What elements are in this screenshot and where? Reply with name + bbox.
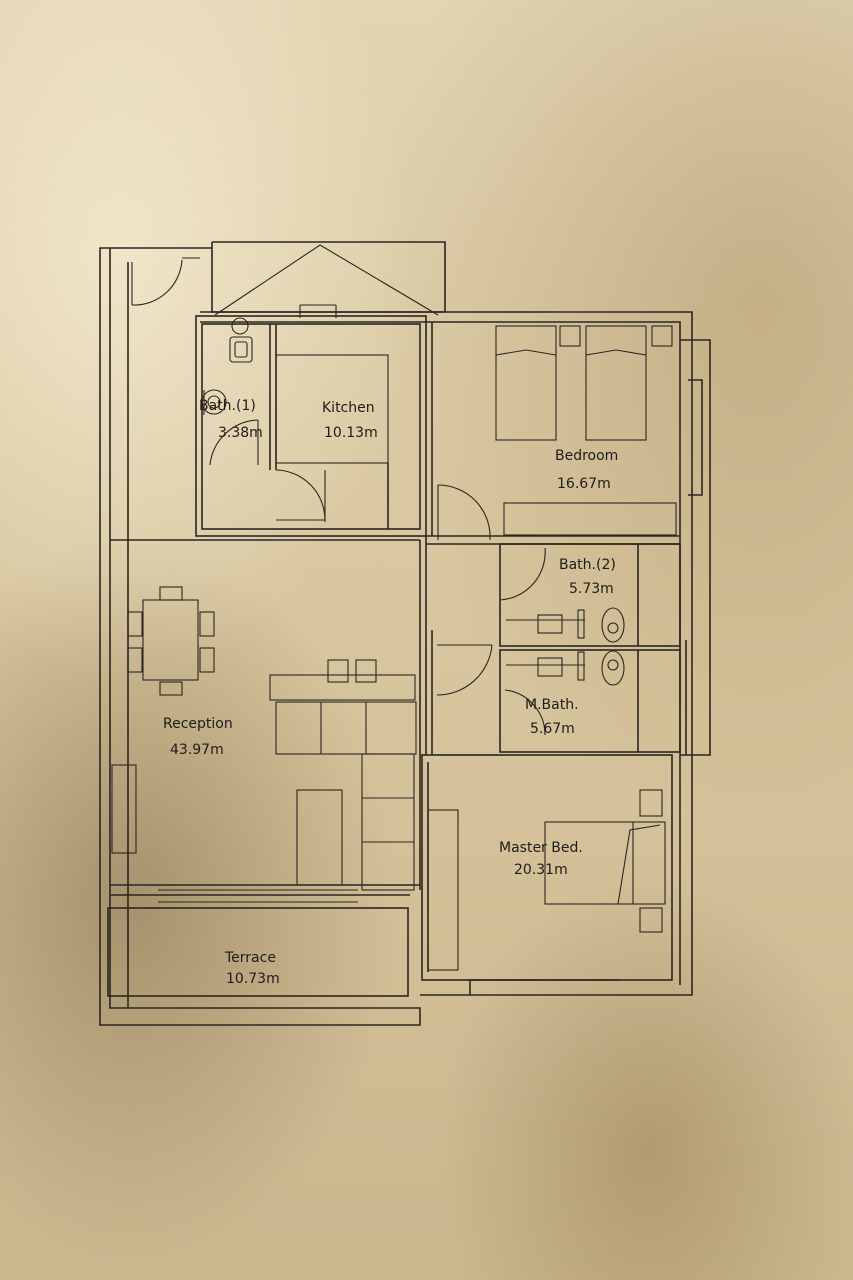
bath2-area: 5.73m — [569, 581, 614, 597]
kitchen-area: 10.13m — [324, 425, 378, 441]
reception-area: 43.97m — [170, 742, 224, 758]
master-bedroom-furniture — [421, 640, 687, 981]
corridor — [425, 536, 493, 755]
terrace-name: Terrace — [224, 950, 276, 966]
master-bed-area: 20.31m — [514, 862, 568, 878]
kitchen-name: Kitchen — [322, 400, 375, 416]
reception-name: Reception — [163, 716, 233, 732]
balcony-roof — [214, 244, 439, 318]
bath1-area: 3.38m — [218, 425, 263, 441]
bedroom-furniture — [426, 322, 680, 545]
bath1-name: Bath.(1) — [199, 398, 256, 414]
bath1-kitchen-block — [195, 315, 427, 537]
mbath-area: 5.67m — [530, 721, 575, 737]
bedroom-name: Bedroom — [555, 448, 618, 464]
room-labels: Bath.(1) 3.38m Kitchen 10.13m Bedroom 16… — [163, 398, 618, 987]
mbath-name: M.Bath. — [525, 697, 579, 713]
bath2-name: Bath.(2) — [559, 557, 616, 573]
master-bed-name: Master Bed. — [499, 840, 583, 856]
terrace-area: 10.73m — [226, 971, 280, 987]
bedroom-area: 16.67m — [557, 476, 611, 492]
reception-furniture — [107, 539, 421, 997]
mbath-furniture — [499, 649, 681, 753]
bath2-furniture — [499, 543, 681, 647]
entrance-door — [131, 257, 200, 306]
